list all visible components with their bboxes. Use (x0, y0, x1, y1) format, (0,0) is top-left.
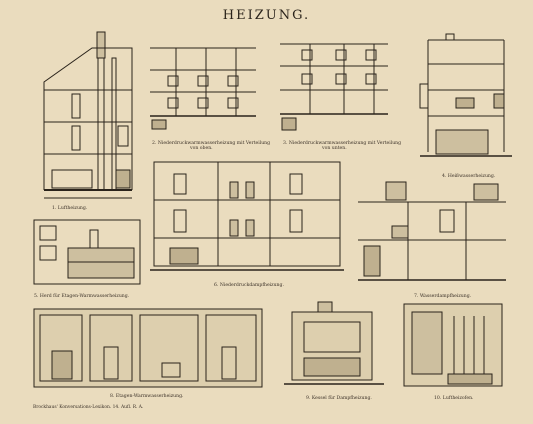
caption-figure-7: 7. Wasserdampfheizung. (414, 294, 472, 299)
caption-figure-6: 6. Niederdruckdampfheizung. (214, 283, 284, 288)
page-title: HEIZUNG. (222, 8, 311, 23)
figure-3-drawing (280, 43, 388, 131)
figure-9-drawing (284, 301, 384, 385)
figure-5-drawing (33, 219, 141, 285)
figure-3-hot-water-bottom (278, 40, 390, 134)
caption-figure-2-line2: von oben. (190, 146, 213, 151)
caption-figure-1: 1. Luftheizung. (52, 206, 88, 211)
caption-figure-4: 4. Heißwasserheizung. (442, 174, 496, 179)
caption-figure-5: 5. Herd für Etagen-Warmwasserheizung. (34, 294, 130, 299)
caption-figure-3-line1: 3. Niederdruckwarmwasserheizung mit Vert… (283, 141, 402, 146)
figure-4-drawing (419, 33, 512, 157)
figure-9-steam-boiler (282, 300, 386, 390)
caption-figure-10: 10. Luftheizofen. (434, 396, 474, 401)
figure-7-drawing (358, 181, 506, 281)
figure-7-steam-water (356, 178, 508, 286)
figure-8-floor-hot-water (32, 307, 264, 389)
figure-10-air-heater (398, 302, 508, 390)
caption-figure-9: 9. Kessel für Dampfheizung. (306, 396, 372, 401)
figure-1-drawing (43, 31, 133, 199)
figure-10-drawing (403, 303, 503, 387)
caption-figure-8: 8. Etagen-Warmwasserheizung. (110, 394, 184, 399)
caption-figure-3-line2: von unten. (322, 146, 347, 151)
caption-figure-2-line1: 2. Niederdruckwarmwasserheizung mit Vert… (152, 141, 271, 146)
figure-6-drawing (150, 161, 344, 271)
figure-6-low-pressure-steam (150, 160, 344, 278)
figure-5-stove (32, 218, 142, 288)
figure-2-hot-water-top (148, 40, 258, 130)
figure-8-drawing (33, 308, 263, 388)
figure-4-high-pressure-water (418, 32, 514, 164)
figure-2-drawing (150, 47, 256, 130)
publisher-footer: Brockhaus' Konversations-Lexikon. 14. Au… (33, 405, 144, 410)
figure-1-air-heating (32, 30, 144, 200)
